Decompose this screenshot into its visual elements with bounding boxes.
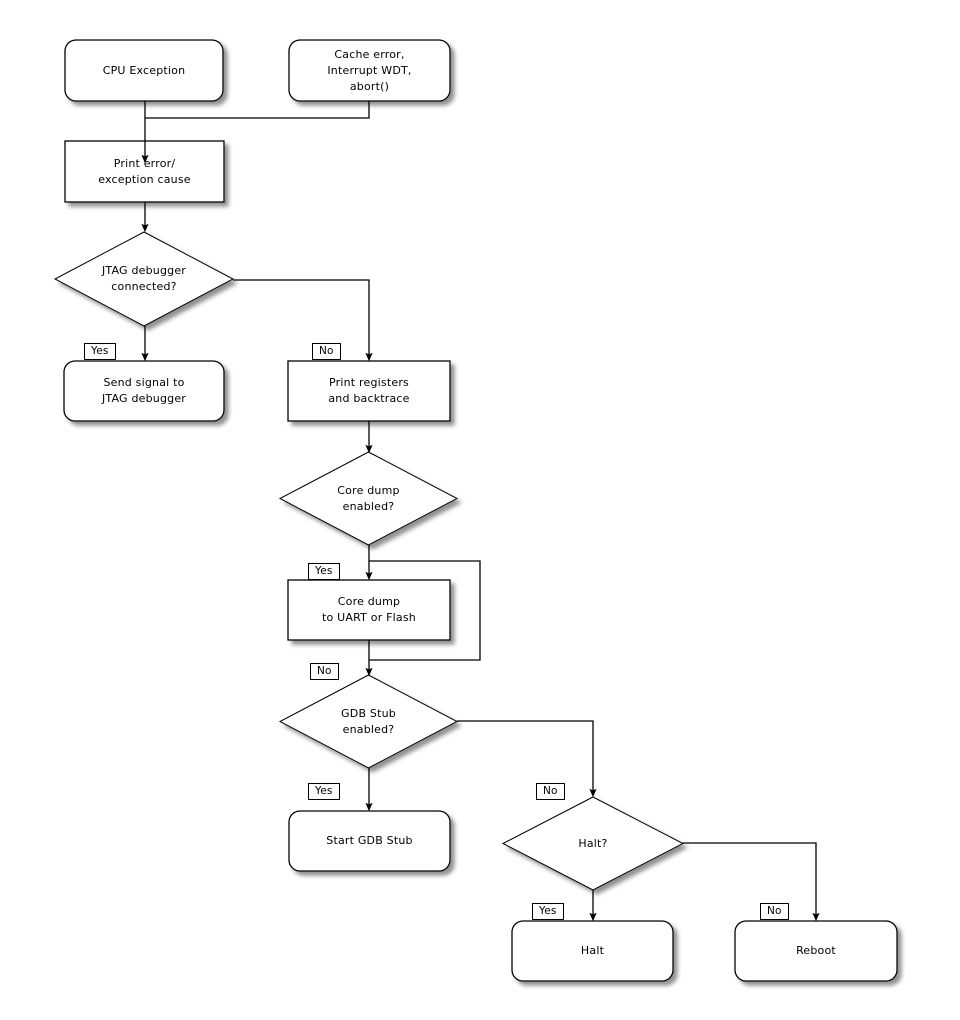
edge-label-jtag-no: No [312,343,341,360]
connector-jtag-no-branch [233,279,373,362]
node-start-gdb-stub [288,810,451,872]
edge-label-coredump-yes: Yes [308,563,340,580]
node-core-dump-enabled [278,451,459,546]
node-print-registers [287,360,451,422]
node-core-dump-write [287,579,451,641]
connector-gdbstub-no-branch [457,720,597,798]
edge-label-halt-yes: Yes [532,903,564,920]
node-shapes-layer [53,39,898,982]
node-halt [511,920,674,982]
connectors-layer [141,101,820,922]
node-reboot [734,920,898,982]
node-halt-decision [501,796,685,891]
node-gdb-stub-enabled [278,674,459,769]
node-send-signal [63,360,225,422]
node-cpu-exception [64,39,224,102]
connector-halt-no-branch [683,842,820,922]
connector-cache-to-merge [145,101,370,119]
connector-coredump-no-bypass [369,560,481,661]
edge-label-halt-no: No [760,903,789,920]
edge-label-coredump-no: No [310,663,339,680]
edge-label-gdbstub-no: No [536,783,565,800]
edge-label-gdbstub-yes: Yes [308,783,340,800]
node-jtag-connected [53,231,235,327]
node-cache-error [288,39,451,102]
edge-label-jtag-yes: Yes [84,343,116,360]
